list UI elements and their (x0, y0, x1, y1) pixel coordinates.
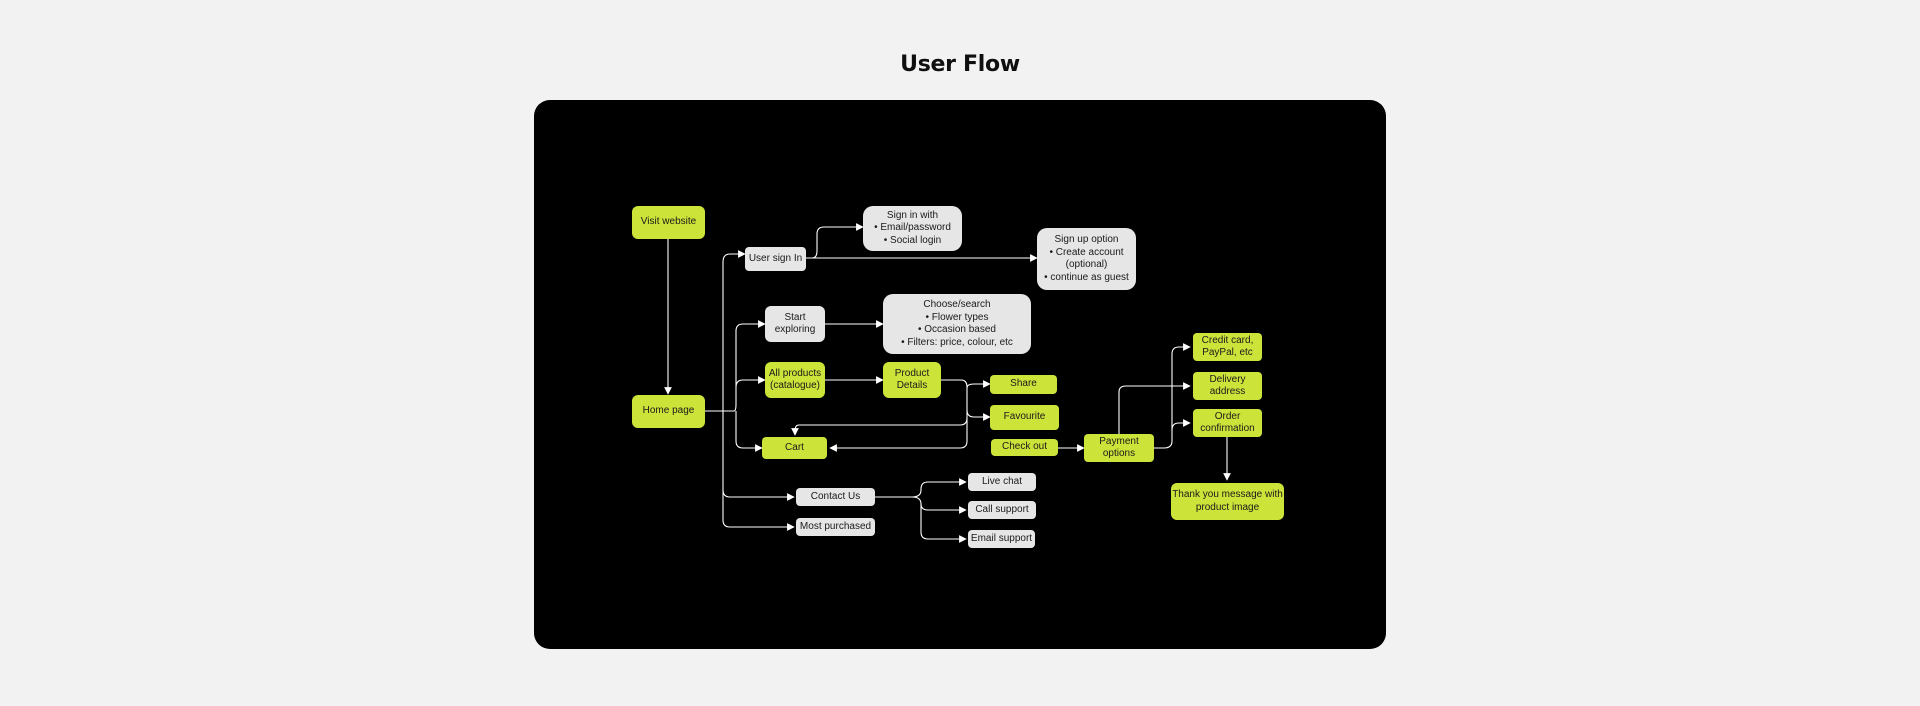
visit-website-node: Visit website (632, 206, 705, 239)
edge-contact-branch (875, 478, 967, 498)
edge-cart-loop (791, 417, 968, 436)
order-confirmation-node: Order confirmation (1193, 409, 1262, 437)
edge-sub-allproducts (735, 376, 766, 388)
call-support-node: Call support (968, 501, 1036, 519)
connectors (664, 223, 1231, 543)
email-support-node: Email support (968, 530, 1035, 548)
page-title: User Flow (900, 52, 1020, 77)
edge-payment-order (1171, 419, 1191, 431)
cart-node: Cart (762, 437, 827, 459)
edge-signin-signinwith (806, 223, 864, 259)
live-chat-node: Live chat (968, 473, 1036, 491)
check-out-node: Check out (991, 439, 1058, 456)
edge-sub-cart (735, 411, 763, 452)
share-node: Share (990, 375, 1057, 394)
contact-us-node: Contact Us (796, 488, 875, 506)
edge-contact-call (911, 496, 967, 514)
diagram-canvas: Visit website Home page User sign In Sig… (534, 100, 1386, 649)
edge-details-share (966, 380, 991, 389)
edge-payment-delivery (1118, 382, 1191, 434)
home-page-node: Home page (632, 395, 705, 428)
thank-you-node: Thank you message with product image (1171, 483, 1284, 520)
sign-up-option-node: Sign up option • Create account (optiona… (1037, 228, 1136, 290)
user-sign-in-node: User sign In (745, 247, 806, 271)
edge-sub-trunk (733, 320, 766, 412)
sign-in-with-node: Sign in with • Email/password • Social l… (863, 206, 962, 251)
edge-contact-email (920, 504, 967, 543)
payment-options-node: Payment options (1084, 434, 1154, 462)
product-details-node: Product Details (883, 362, 941, 398)
edge-trunk-line (722, 262, 795, 531)
edge-payment-branch (1154, 343, 1191, 449)
edge-trunk-vertical (722, 250, 746, 263)
edge-trunk-contact (722, 489, 795, 501)
credit-card-node: Credit card, PayPal, etc (1193, 333, 1262, 361)
start-exploring-node: Start exploring (765, 306, 825, 342)
delivery-address-node: Delivery address (1193, 372, 1262, 400)
edge-details-branch (829, 379, 968, 452)
edge-details-favourite (966, 409, 991, 421)
all-products-node: All products (catalogue) (765, 362, 825, 398)
choose-search-node: Choose/search • Flower types • Occasion … (883, 294, 1031, 354)
most-purchased-node: Most purchased (796, 518, 875, 536)
favourite-node: Favourite (990, 405, 1059, 430)
